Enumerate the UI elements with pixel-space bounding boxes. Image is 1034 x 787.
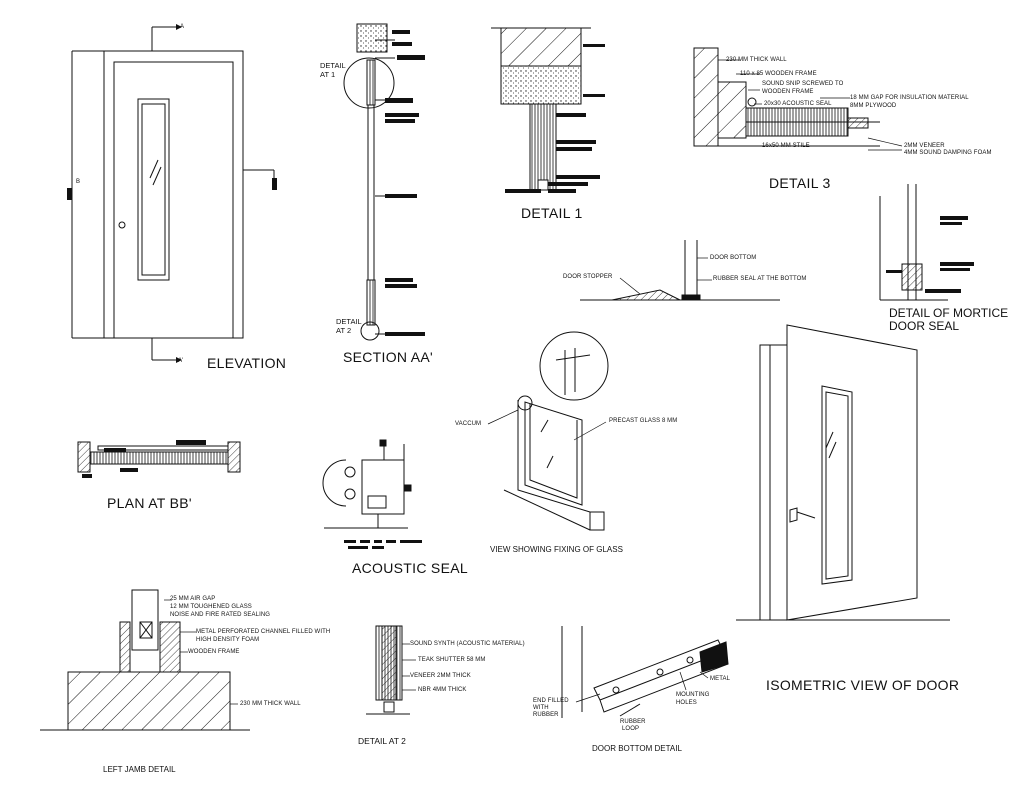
title-plan-bb: PLAN AT BB' (107, 495, 192, 511)
jamb-note-channel-2: HIGH DENSITY FOAM (196, 637, 260, 643)
jamb-note-frame: WOODEN FRAME (188, 649, 240, 655)
d2-note-teak: TEAK SHUTTER 58 MM (418, 657, 486, 663)
section-marker-b-right (272, 178, 277, 190)
db-note-door-bottom: DOOR BOTTOM (710, 255, 757, 261)
marker-detail-at-1-line2: AT 1 (320, 70, 336, 79)
title-mortice-seal-1: DETAIL OF MORTICE (889, 306, 1009, 320)
db-note-rubber-seal: RUBBER SEAL AT THE BOTTOM (713, 276, 807, 282)
marker-detail-at-2-line2: AT 2 (336, 326, 352, 335)
title-acoustic-seal: ACOUSTIC SEAL (352, 560, 468, 576)
door-bottom-detail-drawing (561, 626, 729, 718)
section-aa-callouts (385, 30, 425, 336)
left-jamb-drawing (40, 589, 250, 731)
d3-note-snip-1: SOUND SNIP SCREWED TO (762, 81, 844, 87)
jamb-note-sealing: NOISE AND FIRE RATED SEALING (170, 612, 271, 618)
detail-2-drawing (366, 625, 410, 715)
acoustic-seal-callouts (344, 540, 422, 549)
marker-b-left: B (76, 179, 81, 185)
jamb-note-wall: 230 MM THICK WALL (240, 701, 301, 707)
leader-lines (164, 59, 903, 705)
d3-note-stile: 16x50 MM STILE (762, 143, 810, 149)
door-bottom-drawing (580, 240, 780, 301)
jamb-note-air-gap: 25 MM AIR GAP (170, 596, 216, 602)
jamb-note-toughened: 12 MM TOUGHENED GLASS (170, 604, 252, 610)
d3-note-foam: 4MM SOUND DAMPING FOAM (904, 150, 992, 156)
mortice-seal-drawing (879, 184, 974, 301)
d3-note-gap: 18 MM GAP FOR INSULATION MATERIAL (850, 95, 969, 101)
d2-note-nbr: NBR 4MM THICK (418, 687, 467, 693)
elevation-drawing (71, 26, 275, 361)
marker-detail-at-1-line1: DETAIL (320, 61, 346, 70)
d3-note-snip-2: WOODEN FRAME (762, 89, 814, 95)
bd-note-end-2: WITH (533, 705, 549, 711)
jamb-note-channel-1: METAL PERFORATED CHANNEL FILLED WITH (196, 629, 331, 635)
d3-note-wall: 230 MM THICK WALL (726, 57, 787, 63)
d3-note-seal: 20x30 ACOUSTIC SEAL (764, 101, 832, 107)
arrow-a-bottom (176, 357, 182, 363)
d3-note-frame: 110 x 85 WOODEN FRAME (740, 71, 817, 77)
glass-fixing-drawing (503, 331, 609, 531)
section-marker-b-left (67, 188, 72, 200)
marker-detail-at-2-line1: DETAIL (336, 317, 362, 326)
bd-note-end-3: RUBBER (533, 712, 559, 718)
title-door-bottom-detail: DOOR BOTTOM DETAIL (592, 744, 682, 753)
d3-note-ply: 8MM PLYWOOD (850, 103, 897, 109)
d2-note-synth: SOUND SYNTH (ACOUSTIC MATERIAL) (410, 641, 525, 647)
plan-bb-drawing (77, 440, 241, 478)
db-note-stopper: DOOR STOPPER (563, 274, 613, 280)
title-detail-3: DETAIL 3 (769, 175, 831, 191)
marker-a-bottom: A' (178, 358, 184, 364)
title-view-glass: VIEW SHOWING FIXING OF GLASS (490, 545, 623, 554)
d2-note-veneer: VENEER 2MM THICK (410, 673, 471, 679)
isometric-door-drawing (736, 324, 950, 621)
bd-note-loop-2: LOOP (622, 726, 640, 732)
bd-note-mounting-2: HOLES (676, 700, 697, 706)
glass-note-precast: PRECAST GLASS 8 MM (609, 418, 678, 424)
bd-note-loop-1: RUBBER (620, 719, 646, 725)
title-detail-2: DETAIL AT 2 (358, 736, 406, 746)
title-left-jamb: LEFT JAMB DETAIL (103, 765, 176, 774)
bd-note-mounting-1: MOUNTING (676, 692, 710, 698)
section-aa-drawing (343, 23, 395, 341)
title-mortice-seal-2: DOOR SEAL (889, 319, 960, 333)
detail-1-callouts (505, 44, 605, 193)
title-section-aa: SECTION AA' (343, 349, 433, 365)
bd-note-end-1: END FILLED (533, 698, 569, 704)
arrow-a-top (176, 24, 182, 30)
title-isometric: ISOMETRIC VIEW OF DOOR (766, 677, 960, 693)
d3-note-veneer: 2MM VENEER (904, 143, 945, 149)
glass-note-vaccum: VACCUM (455, 421, 482, 427)
acoustic-seal-drawing (322, 439, 412, 529)
detail-3-drawing (693, 47, 880, 147)
detail-1-drawing (491, 27, 591, 191)
marker-a-top: A (180, 24, 185, 30)
bd-note-metal: METAL (710, 676, 731, 682)
title-detail-1: DETAIL 1 (521, 205, 583, 221)
title-elevation: ELEVATION (207, 355, 287, 371)
